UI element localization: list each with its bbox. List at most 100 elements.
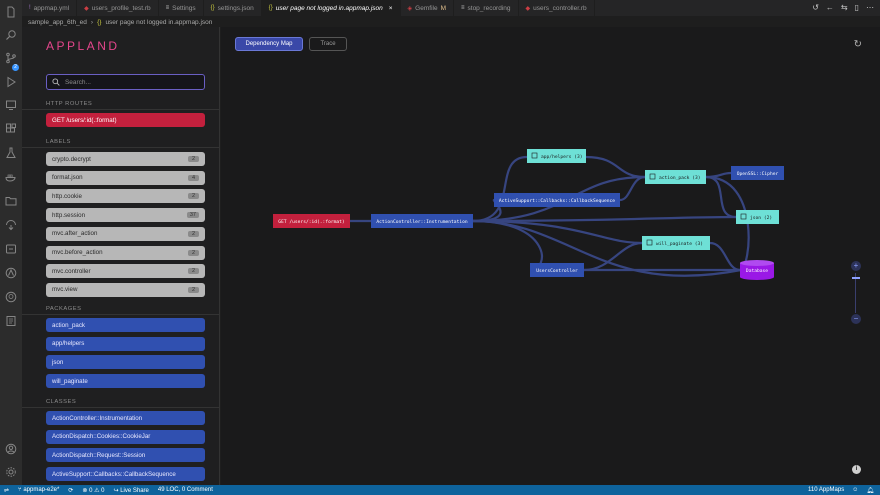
explorer-icon[interactable] <box>5 6 17 18</box>
remote-icon[interactable] <box>5 219 17 231</box>
live-share-icon[interactable] <box>5 243 17 255</box>
graph-node-action-pack[interactable]: action_pack (3) <box>645 170 706 184</box>
dependency-map-tab[interactable]: Dependency Map <box>235 37 303 51</box>
package-item[interactable]: json <box>46 355 205 370</box>
breadcrumb-separator: › <box>90 18 94 26</box>
breadcrumb-folder[interactable]: sample_app_6th_ed <box>28 18 87 26</box>
class-item[interactable]: ActionDispatch::Request::Session <box>46 448 205 463</box>
package-item-label: json <box>52 358 64 366</box>
editor-tab[interactable]: ≡Settings <box>159 0 204 16</box>
graph-node-app-helpers[interactable]: app/helpers (3) <box>527 149 586 163</box>
search-icon <box>52 78 60 86</box>
tab-label: settings.json <box>217 4 254 12</box>
section-divider <box>22 407 219 408</box>
testing-icon[interactable] <box>5 147 17 159</box>
notebook-icon[interactable] <box>5 315 17 327</box>
zoom-slider-handle[interactable] <box>852 277 860 279</box>
breadcrumb-file[interactable]: user page not logged in.appmap.json <box>105 18 213 26</box>
graph-node-will-paginate[interactable]: will_paginate (3) <box>642 236 710 250</box>
remote-indicator-icon[interactable]: ⇌ <box>4 487 10 494</box>
folder-icon[interactable] <box>5 195 17 207</box>
graph-node-users-controller[interactable]: UsersController <box>530 263 584 277</box>
zoom-slider-track[interactable] <box>855 273 856 313</box>
account-icon[interactable] <box>5 443 17 455</box>
section-divider <box>22 147 219 148</box>
branch-status[interactable]: ⑂ appmap-e2e* <box>18 487 60 493</box>
package-item[interactable]: app/helpers <box>46 336 205 351</box>
search-input[interactable] <box>64 78 204 86</box>
panel-scrollbar[interactable] <box>219 27 220 207</box>
info-icon[interactable]: i <box>852 465 861 474</box>
extensions-icon[interactable] <box>5 123 17 135</box>
svg-text:app/helpers (3): app/helpers (3) <box>541 154 583 160</box>
graph-node-database[interactable]: Database <box>740 260 774 280</box>
docker-icon[interactable] <box>5 171 17 183</box>
search-icon[interactable] <box>5 29 17 41</box>
modified-indicator: M <box>440 4 446 12</box>
svg-text:GET /users/:id(.:format): GET /users/:id(.:format) <box>278 219 344 225</box>
source-control-icon[interactable] <box>5 52 17 64</box>
graph-node-json[interactable]: json (2) <box>736 210 779 224</box>
editor-tab[interactable]: ≡stop_recording <box>454 0 519 16</box>
go-back-icon[interactable]: ← <box>825 3 834 12</box>
problems-status[interactable]: ⊗ 0 ⚠ 0 <box>82 487 105 494</box>
class-item[interactable]: ActionController::Instrumentation <box>46 411 205 425</box>
reload-icon[interactable]: ↻ <box>853 39 862 50</box>
dependency-map-view: Dependency Map Trace ↻ GET /users/:id(.:… <box>221 27 880 485</box>
close-icon[interactable]: × <box>388 4 393 12</box>
editor-tab[interactable]: ◆users_controller.rb <box>519 0 595 16</box>
dependency-graph: GET /users/:id(.:format) ActionControlle… <box>273 149 784 280</box>
remote-explorer-icon[interactable] <box>5 99 17 111</box>
github-icon[interactable] <box>5 291 17 303</box>
count-badge: 2 <box>188 230 199 237</box>
zoom-out-button[interactable]: − <box>851 314 861 324</box>
tab-label: appmap.yml <box>33 4 70 12</box>
editor-tab[interactable]: ◆users_profile_test.rb <box>77 0 159 16</box>
notifications-icon[interactable]: 🔔︎ <box>866 487 874 494</box>
split-editor-icon[interactable]: ▯ <box>854 3 859 12</box>
editor-tab[interactable]: {}user page not logged in.appmap.json× <box>261 0 401 16</box>
package-item[interactable]: action_pack <box>46 318 205 332</box>
zoom-in-button[interactable]: + <box>851 261 861 271</box>
more-actions-icon[interactable]: ⋯ <box>866 3 874 12</box>
graph-node-instrumentation[interactable]: ActionController::Instrumentation <box>371 214 473 228</box>
compare-icon[interactable]: ⇆ <box>840 3 848 12</box>
appmaps-count[interactable]: 110 AppMaps <box>807 487 845 493</box>
json-file-icon: {} <box>97 18 102 26</box>
history-icon[interactable]: ↺ <box>812 3 819 12</box>
route-item[interactable]: GET /users/:id(.:format) <box>46 113 205 127</box>
feedback-icon[interactable]: ☺ <box>852 487 859 493</box>
loc-status[interactable]: 49 LOC, 0 Comment <box>157 487 213 493</box>
sync-icon[interactable]: ⟳ <box>68 487 74 494</box>
run-debug-icon[interactable] <box>5 76 17 88</box>
class-item[interactable]: ActiveSupport::Callbacks::CallbackSequen… <box>46 467 205 482</box>
class-item[interactable]: ActionDispatch::Cookies::CookieJar <box>46 429 205 444</box>
graph-node-openssl-cipher[interactable]: OpenSSL::Cipher <box>731 166 784 180</box>
manage-gear-icon[interactable] <box>5 466 17 478</box>
branch-name: appmap-e2e* <box>23 487 60 493</box>
editor-tab[interactable]: {}settings.json <box>204 0 262 16</box>
search-box[interactable] <box>46 74 205 90</box>
live-share-status[interactable]: ↪ Live Share <box>113 487 149 494</box>
json-icon: {} <box>210 5 215 11</box>
breadcrumb: sample_app_6th_ed › {} user page not log… <box>28 17 212 27</box>
class-item-label: ActionDispatch::Cookies::CookieJar <box>52 433 151 441</box>
appmap-icon[interactable] <box>5 267 17 279</box>
package-item[interactable]: will_paginate <box>46 374 205 389</box>
graph-node-route[interactable]: GET /users/:id(.:format) <box>273 214 350 228</box>
editor-tab[interactable]: !appmap.yml <box>22 0 78 16</box>
label-item-label: http.session <box>52 211 86 219</box>
graph-node-callback-sequence[interactable]: ActiveSupport::Callbacks::CallbackSequen… <box>494 193 620 207</box>
label-item-label: mvc.controller <box>52 267 91 275</box>
class-item-label: ActionController::Instrumentation <box>52 414 143 422</box>
trace-tab[interactable]: Trace <box>309 37 347 51</box>
